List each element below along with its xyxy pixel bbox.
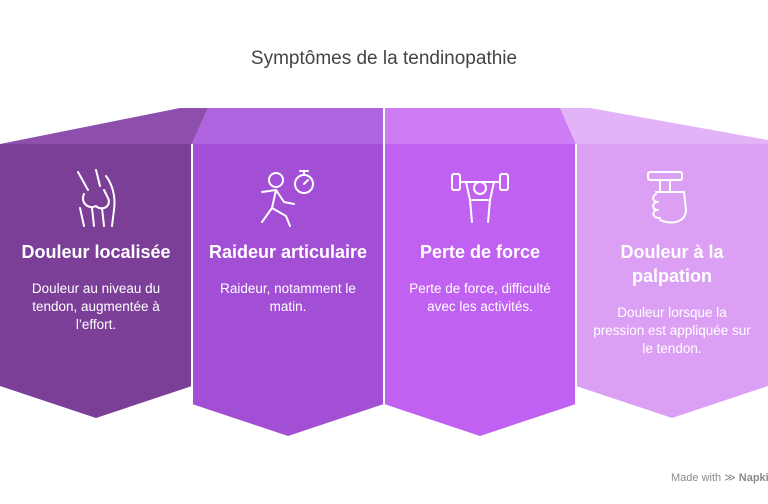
napkin-brand: Napkin bbox=[738, 472, 768, 484]
card-1-text: Douleur localisée Douleur au niveau du t… bbox=[16, 240, 176, 334]
card-1-face bbox=[0, 144, 192, 418]
card-3-text: Perte de force Perte de force, difficult… bbox=[400, 240, 560, 316]
card-3-top-face bbox=[384, 108, 576, 144]
weightlifter-icon bbox=[451, 173, 509, 223]
card-2-face bbox=[192, 144, 384, 436]
card-3-description: Perte de force, difficulté avec les acti… bbox=[409, 281, 551, 314]
card-2-description: Raideur, notamment le matin. bbox=[220, 281, 356, 314]
card-1-heading: Douleur localisée bbox=[21, 242, 171, 262]
napkin-logo-icon: ≫ bbox=[724, 472, 736, 484]
card-4-description: Douleur lorsque la pression est appliqué… bbox=[593, 305, 751, 356]
card-4-top-face bbox=[490, 108, 768, 144]
card-1-description: Douleur au niveau du tendon, augmentée à… bbox=[31, 281, 161, 332]
hand-grip-icon bbox=[647, 171, 687, 224]
made-with-label: Made with bbox=[671, 472, 722, 484]
card-2-top-face bbox=[192, 108, 384, 144]
card-4-text: Douleur à la palpation Douleur lorsque l… bbox=[592, 240, 752, 358]
made-with-footer[interactable]: Made with ≫ Napkin bbox=[671, 471, 768, 484]
card-3-heading: Perte de force bbox=[419, 242, 541, 262]
card-4-face bbox=[576, 144, 768, 418]
card-4-heading: Douleur à la palpation bbox=[620, 242, 724, 286]
card-2-heading: Raideur articulaire bbox=[208, 242, 368, 262]
knee-joint-icon bbox=[77, 169, 116, 227]
page-title: Symptômes de la tendinopathie bbox=[250, 48, 518, 69]
card-2-text: Raideur articulaire Raideur, notamment l… bbox=[208, 240, 368, 316]
card-1-top-face bbox=[0, 108, 208, 144]
card-3-face bbox=[384, 144, 576, 436]
running-person-stopwatch-icon bbox=[261, 170, 314, 227]
